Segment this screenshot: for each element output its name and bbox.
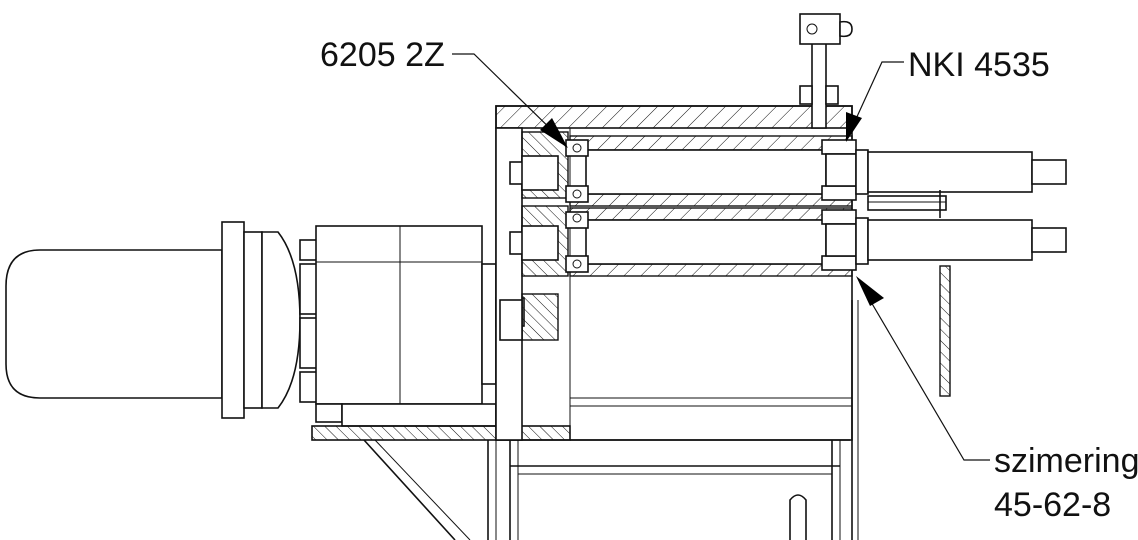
callout-bearing-nki: NKI 4535: [908, 46, 1050, 84]
base-plate: [311, 425, 571, 540]
electric-motor: [5, 221, 321, 419]
right-guard: [867, 190, 951, 397]
callout-leaders: [452, 53, 990, 461]
callout-seal-name: szimering: [994, 442, 1138, 480]
callout-bearing-6205: 6205 2Z: [320, 36, 445, 74]
lower-roller: [509, 207, 1067, 277]
upper-roller: [509, 135, 1067, 207]
adjusting-handle: [799, 13, 853, 129]
callout-seal-size: 45-62-8: [994, 486, 1111, 524]
gearbox: [315, 225, 525, 427]
